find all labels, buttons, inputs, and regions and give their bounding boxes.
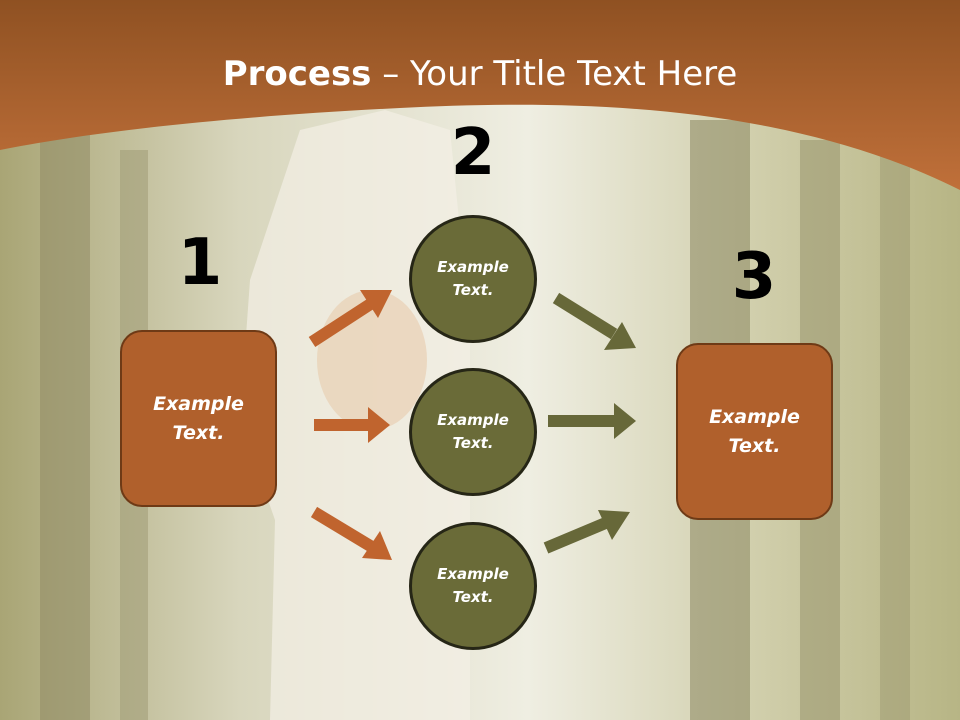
- arrow-bottom-circle-to-box: [543, 510, 630, 554]
- step-box-3-label: Example Text.: [709, 405, 800, 457]
- process-circle-bottom: Example Text.: [409, 522, 537, 650]
- step-number-1: 1: [177, 226, 223, 300]
- circle-middle-label: Example Text.: [437, 411, 509, 452]
- step-box-3: Example Text.: [676, 343, 833, 520]
- arrow-to-bottom-circle: [310, 506, 392, 560]
- step-box-1: Example Text.: [120, 330, 277, 507]
- slide-title: Process – Your Title Text Here: [0, 52, 960, 96]
- step-box-1-label: Example Text.: [153, 392, 244, 444]
- title-bold: Process: [222, 54, 372, 94]
- process-circle-middle: Example Text.: [409, 368, 537, 496]
- arrow-to-middle-circle: [314, 407, 390, 443]
- circle-bottom-label: Example Text.: [437, 565, 509, 606]
- step-number-3: 3: [731, 240, 777, 314]
- circle-top-label: Example Text.: [437, 258, 509, 299]
- process-circle-top: Example Text.: [409, 215, 537, 343]
- step-number-2: 2: [450, 116, 496, 190]
- arrow-middle-circle-to-box: [548, 403, 636, 439]
- arrow-to-top-circle: [308, 290, 392, 348]
- title-rest: – Your Title Text Here: [371, 54, 738, 94]
- arrow-top-circle-to-box: [552, 292, 636, 350]
